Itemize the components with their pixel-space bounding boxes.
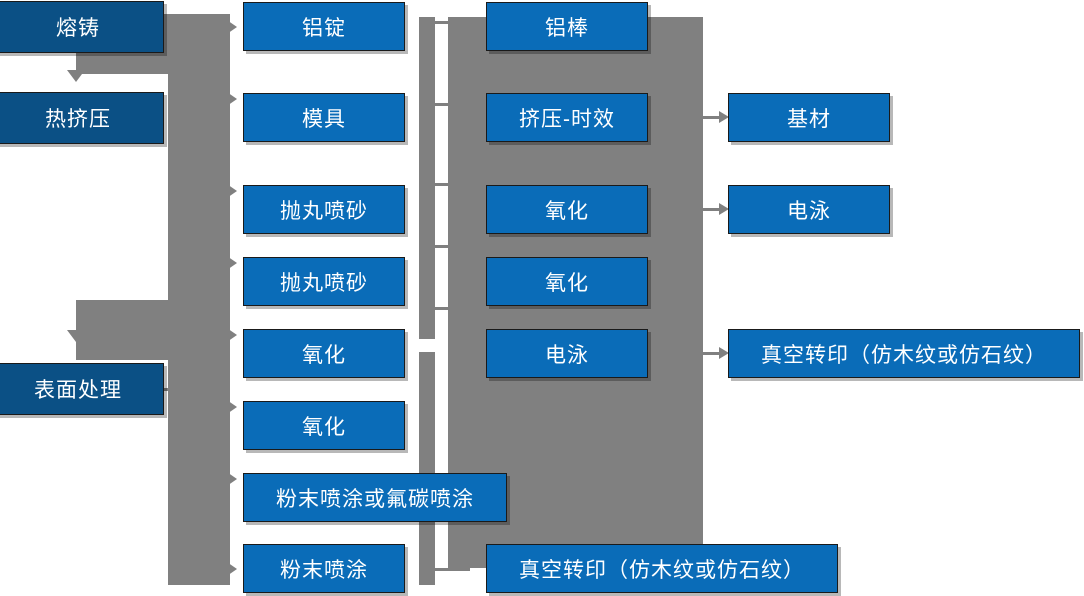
- arrow-trunk-to-aluminum-ingot: [224, 18, 237, 36]
- substrate-label-oxidation-2: 氧化: [545, 271, 589, 295]
- output-box-electrophoresis[interactable]: 电泳: [728, 185, 890, 234]
- arrow-trunk-to-powder-coating: [224, 560, 237, 578]
- substrate-label-vacuum-transfer: 真空转印（仿木纹或仿石纹）: [519, 558, 805, 582]
- substrate-box-vacuum-transfer[interactable]: 真空转印（仿木纹或仿石纹）: [486, 544, 838, 593]
- process-label-shot-blasting-1: 抛丸喷砂: [280, 199, 368, 223]
- stage-label-surface-treatment: 表面处理: [34, 379, 122, 402]
- stage-box-hot-extrusion[interactable]: 热挤压: [0, 92, 164, 144]
- output-label-vacuum-transfer: 真空转印（仿木纹或仿石纹）: [761, 343, 1047, 367]
- arrow-trunk-to-shot-blasting-1: [224, 182, 237, 200]
- process-box-powder-or-fluorocarbon[interactable]: 粉末喷涂或氟碳喷涂: [243, 473, 507, 522]
- stage-box-surface-treatment[interactable]: 表面处理: [0, 363, 164, 415]
- output-label-electrophoresis: 电泳: [787, 199, 831, 223]
- stage-label-melt-cast: 熔铸: [56, 17, 100, 40]
- substrate-box-oxidation-1[interactable]: 氧化: [486, 185, 648, 234]
- arrow-trunk-to-shot-blasting-2: [224, 254, 237, 272]
- arrow-panel-to-base-material: [703, 111, 729, 123]
- arrow-panel-to-electrophoresis: [703, 203, 729, 215]
- arrow-panel-to-vacuum-transfer: [703, 347, 729, 359]
- process-label-shot-blasting-2: 抛丸喷砂: [280, 271, 368, 295]
- arrow-trunk-to-powder-or-fluorocarbon: [224, 470, 237, 488]
- connector-surface-treatment-to-trunk: [160, 388, 202, 391]
- process-label-oxidation-1: 氧化: [302, 343, 346, 367]
- substrate-box-electrophoresis[interactable]: 电泳: [486, 329, 648, 378]
- process-box-mold[interactable]: 模具: [243, 93, 405, 142]
- connector-mid-bar-lower: [419, 352, 435, 585]
- arrow-trunk-to-oxidation-2: [224, 398, 237, 416]
- output-box-vacuum-transfer[interactable]: 真空转印（仿木纹或仿石纹）: [728, 329, 1080, 378]
- substrate-box-oxidation-2[interactable]: 氧化: [486, 257, 648, 306]
- process-label-aluminum-ingot: 铝锭: [302, 16, 346, 40]
- substrate-box-aluminum-bar[interactable]: 铝棒: [486, 2, 648, 51]
- process-label-powder-or-fluorocarbon: 粉末喷涂或氟碳喷涂: [276, 487, 474, 511]
- process-box-aluminum-ingot[interactable]: 铝锭: [243, 2, 405, 51]
- substrate-label-oxidation-1: 氧化: [545, 199, 589, 223]
- connector-mid-bar-upper: [419, 17, 435, 339]
- connector-left-trunk-body: [168, 14, 230, 585]
- process-box-shot-blasting-1[interactable]: 抛丸喷砂: [243, 185, 405, 234]
- process-box-oxidation-1[interactable]: 氧化: [243, 329, 405, 378]
- link-mid-to-panel-6: [435, 568, 470, 571]
- stage-box-melt-cast[interactable]: 熔铸: [0, 1, 164, 53]
- arrow-trunk-to-mold: [224, 90, 237, 108]
- substrate-box-extrusion-aging[interactable]: 挤压-时效: [486, 93, 648, 142]
- output-label-base-material: 基材: [787, 107, 831, 131]
- process-box-oxidation-2[interactable]: 氧化: [243, 401, 405, 450]
- arrow-trunk-to-oxidation-1: [224, 326, 237, 344]
- process-label-oxidation-2: 氧化: [302, 415, 346, 439]
- connector-arrow-down-to-surface-treatment: [67, 330, 85, 342]
- output-box-base-material[interactable]: 基材: [728, 93, 890, 142]
- process-label-mold: 模具: [302, 107, 346, 131]
- process-box-powder-coating[interactable]: 粉末喷涂: [243, 544, 405, 593]
- substrate-label-aluminum-bar: 铝棒: [545, 16, 589, 40]
- process-label-powder-coating: 粉末喷涂: [280, 558, 368, 582]
- connector-left-trunk-stub-lower: [76, 300, 170, 360]
- process-box-shot-blasting-2[interactable]: 抛丸喷砂: [243, 257, 405, 306]
- substrate-label-electrophoresis: 电泳: [545, 343, 589, 367]
- substrate-label-extrusion-aging: 挤压-时效: [519, 107, 615, 131]
- stage-label-hot-extrusion: 热挤压: [45, 108, 111, 131]
